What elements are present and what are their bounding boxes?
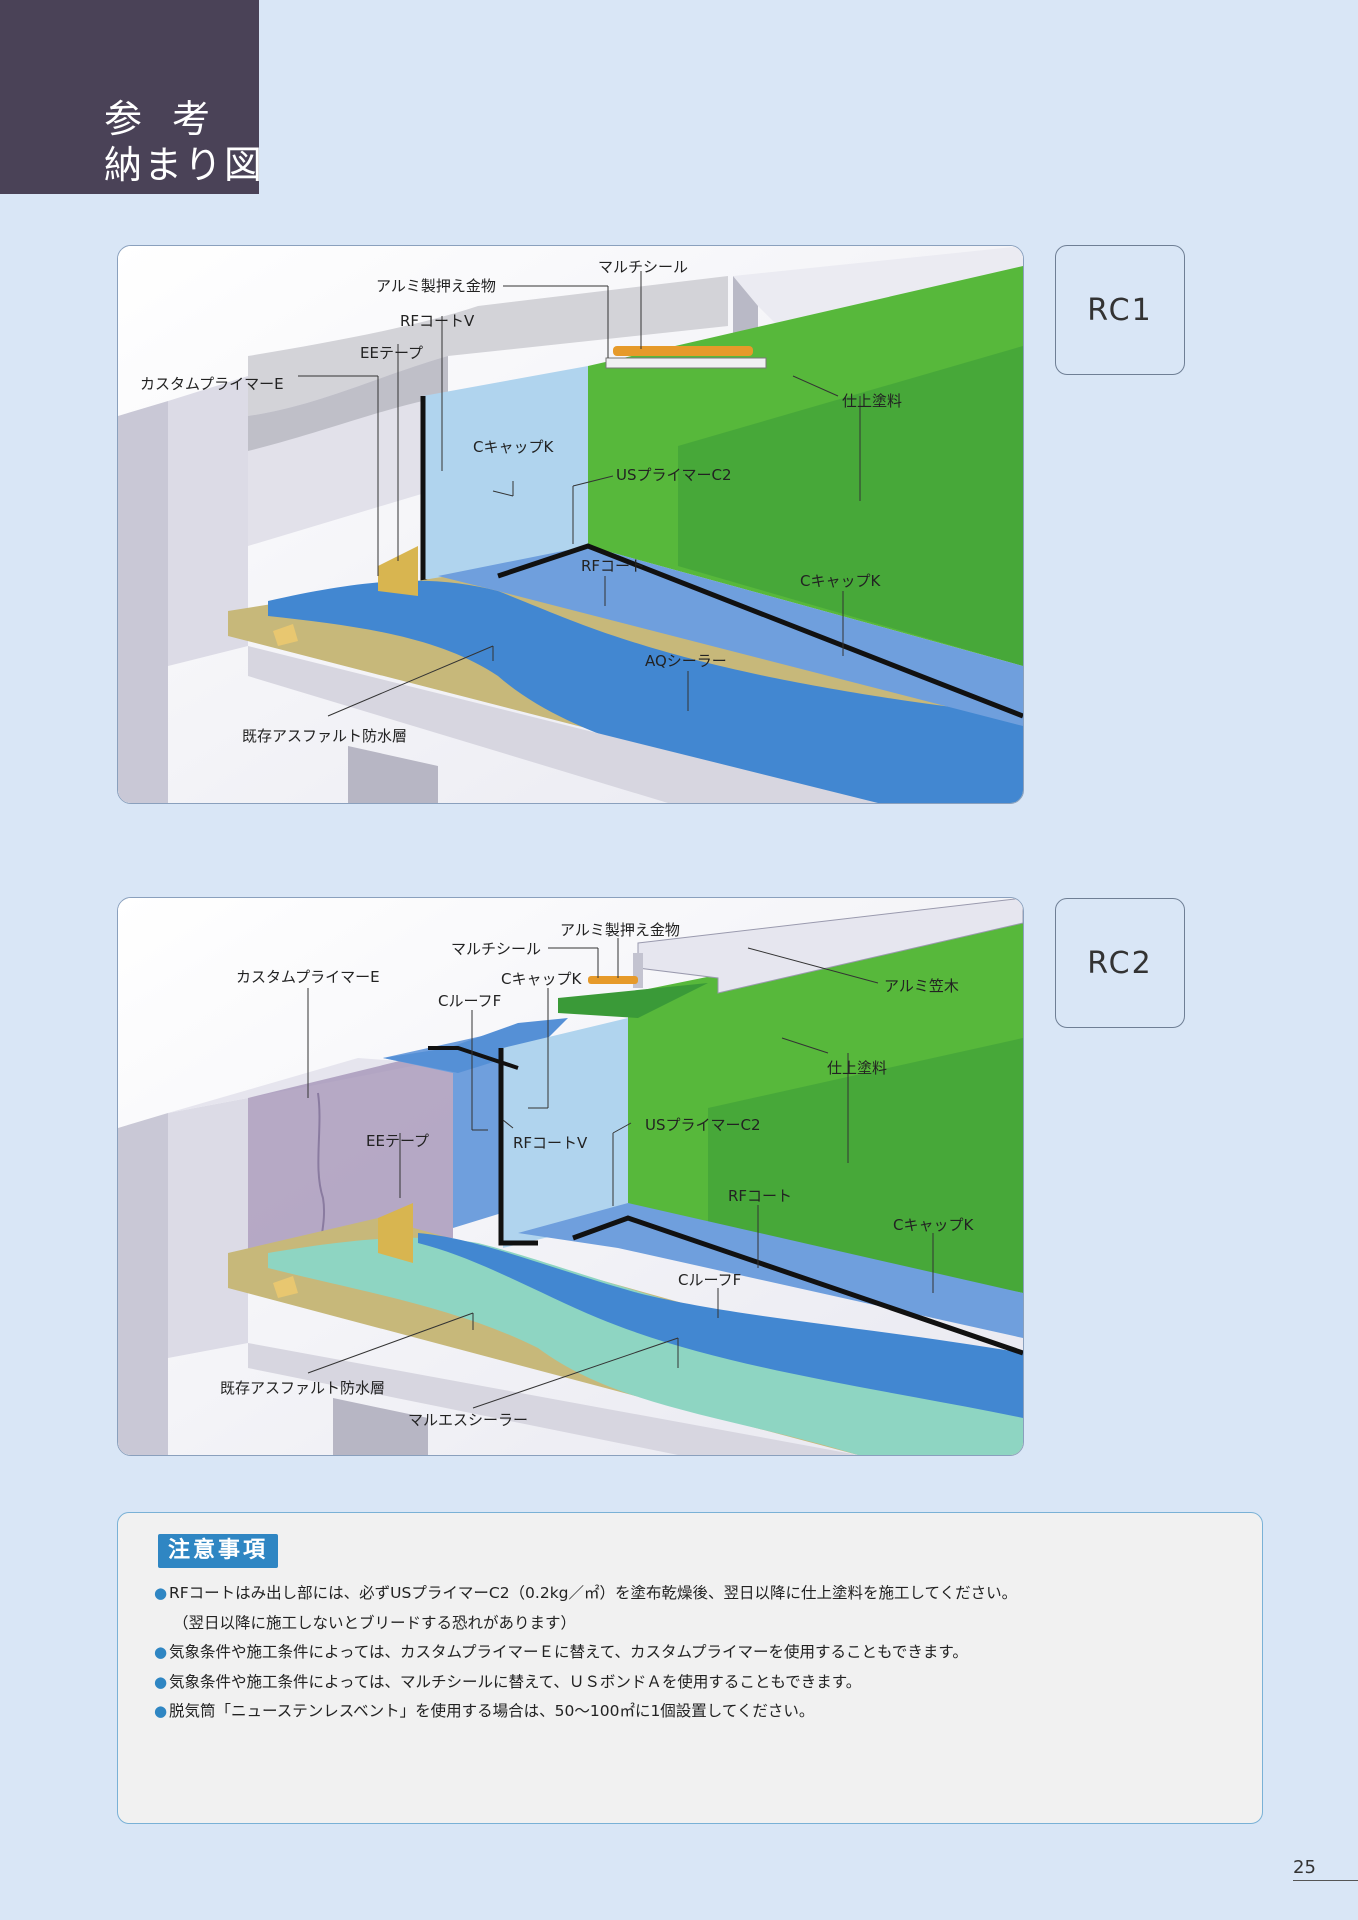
label-c-cap-k-floor: CキャップK [800,572,881,590]
label-alumi-press: アルミ製押え金物 [560,921,680,939]
label-c-roof-f-top: CルーフF [438,992,501,1010]
label-custom-primer-e: カスタムプライマーE [236,968,380,986]
label-finish-paint: 仕上塗料 [827,1059,887,1077]
bullet-icon: ● [154,1702,168,1720]
label-us-primer-c2: USプライマーC2 [616,466,732,484]
caution-item-continuation: （翌日以降に施工しないとブリードする恐れがあります） [173,1613,577,1632]
label-multi-seal: マルチシール [451,940,541,958]
caution-item: ● 気象条件や施工条件によっては、カスタムプライマーＥに替えて、カスタムプライマ… [154,1638,1017,1668]
caution-item: ● 脱気筒「ニューステンレスベント」を使用する場合は、50〜100㎡に1個設置し… [154,1697,1017,1727]
caution-list: ● RFコートはみ出し部には、必ずUSプライマーC2（0.2kg／㎡）を塗布乾燥… [154,1579,1017,1727]
label-c-cap-k-top: CキャップK [501,970,582,988]
c-roof-f-floor [418,1233,1023,1418]
caution-item: ● 気象条件や施工条件によっては、マルチシールに替えて、ＵＳボンドＡを使用するこ… [154,1668,1017,1698]
diagram-rc2: アルミ製押え金物 マルチシール カスタムプライマーE CキャップK アルミ笠木 … [117,897,1024,1456]
caution-item-text: 気象条件や施工条件によっては、カスタムプライマーＥに替えて、カスタムプライマーを… [169,1643,968,1661]
c-cap-wall [503,1018,628,1248]
section-title-line1: 参考 [104,97,241,141]
marues-sealer-layer [268,1237,1023,1455]
coping-top [733,246,1023,331]
label-rf-coat-v: RFコートV [513,1134,588,1152]
caution-item-text: 脱気筒「ニューステンレスベント」を使用する場合は、50〜100㎡に1個設置してく… [169,1702,815,1720]
c-cap-wall [423,366,588,581]
label-asphalt-layer: 既存アスファルト防水層 [220,1379,385,1397]
diagram-rc1-illustration: マルチシール アルミ製押え金物 RFコートV EEテープ カスタムプライマーE … [118,246,1023,803]
wall-left-face [168,376,248,666]
label-rf-coat-v: RFコートV [400,312,475,330]
label-us-primer-c2: USプライマーC2 [645,1116,761,1134]
rc1-badge: RC1 [1055,245,1185,375]
label-asphalt-layer: 既存アスファルト防水層 [242,727,407,745]
bullet-icon: ● [154,1584,168,1602]
label-aq-sealer: AQシーラー [645,652,727,670]
wall-side [118,401,168,803]
coping-side [733,276,758,336]
bullet-icon: ● [154,1643,168,1661]
caution-item-text: RFコートはみ出し部には、必ずUSプライマーC2（0.2kg／㎡）を塗布乾燥後、… [169,1584,1018,1602]
label-finish-paint: 仕上塗料 [842,392,902,410]
caution-heading: 注意事項 [158,1534,279,1568]
label-c-cap-k-wall: CキャップK [473,438,554,456]
label-custom-primer-e: カスタムプライマーE [140,375,284,393]
c-cap-floor [518,1203,1023,1338]
label-c-roof-f-floor: CルーフF [678,1271,741,1289]
caution-notes-panel: 注意事項 ● RFコートはみ出し部には、必ずUSプライマーC2（0.2kg／㎡）… [117,1512,1263,1824]
label-marues-sealer: マルエスシーラー [408,1411,528,1429]
diagram-rc2-illustration: アルミ製押え金物 マルチシール カスタムプライマーE CキャップK アルミ笠木 … [118,898,1023,1455]
label-alumi-coping: アルミ笠木 [884,977,959,995]
label-multi-seal: マルチシール [598,258,688,276]
label-alumi-press: アルミ製押え金物 [376,277,496,295]
multi-seal [613,346,753,356]
aq-sealer-layer [268,580,1023,803]
section-title-block: 参考 納まり図 [0,0,262,194]
caution-item: ● RFコートはみ出し部には、必ずUSプライマーC2（0.2kg／㎡）を塗布乾燥… [154,1579,1017,1638]
label-ee-tape: EEテープ [360,344,423,362]
alumi-press [605,357,767,369]
page-number: 25 [1293,1857,1358,1881]
rc2-badge: RC2 [1055,898,1185,1028]
bullet-icon: ● [154,1672,168,1691]
diagram-rc1: マルチシール アルミ製押え金物 RFコートV EEテープ カスタムプライマーE … [117,245,1024,804]
label-rf-coat: RFコート [728,1187,792,1205]
label-rf-coat: RFコート [581,557,645,575]
c-cap-floor [438,546,1023,726]
section-title-line2: 納まり図 [104,143,265,187]
multi-seal [588,976,638,984]
caution-item-text: 気象条件や施工条件によっては、マルチシールに替えて、ＵＳボンドＡを使用することも… [169,1672,862,1691]
c-roof-f-wall [383,1028,518,1228]
label-ee-tape: EEテープ [366,1132,429,1150]
label-c-cap-k-floor: CキャップK [893,1216,974,1234]
ee-tape [378,1203,413,1263]
ee-tape [378,546,418,596]
